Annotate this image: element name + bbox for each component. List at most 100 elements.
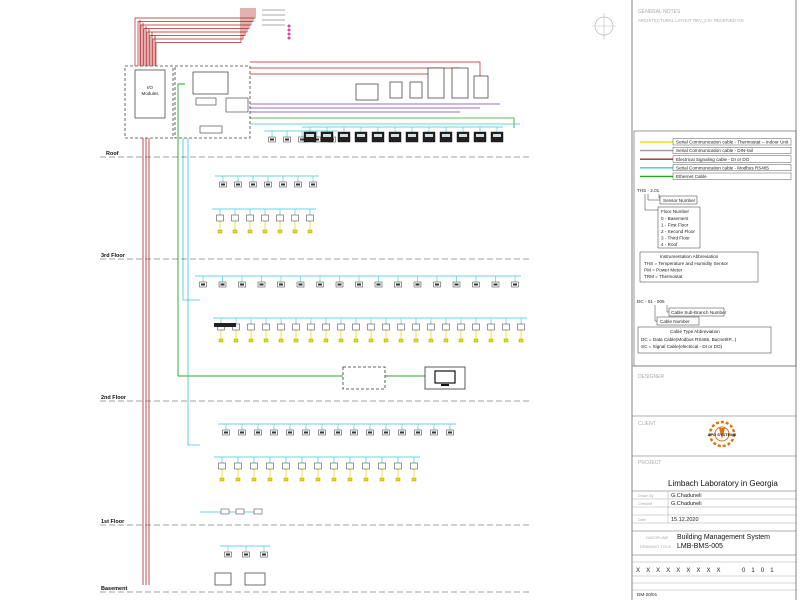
temperature-sensor-icon-screen: [288, 431, 292, 434]
power-meter-display: [493, 134, 501, 137]
temperature-sensor-icon-screen: [318, 283, 322, 286]
indoor-unit-icon: [307, 229, 313, 234]
thermostat-icon: [218, 462, 226, 470]
power-meter-display: [408, 134, 416, 137]
drawn-by-value: G.Chaduneli: [671, 493, 702, 499]
indoor-unit-icon: [263, 338, 269, 343]
temperature-sensor-icon-screen: [384, 431, 388, 434]
floor-number-item: 3 - Third Floor: [661, 236, 690, 241]
thermostat-icon: [291, 214, 299, 222]
thermostat-icon: [352, 323, 360, 331]
temperature-sensor-icon-screen: [493, 283, 498, 286]
thermostat-icon: [367, 323, 375, 331]
roof-vfd-4: [451, 67, 469, 99]
workstation-monitor-icon: [434, 370, 456, 384]
indoor-unit-icon: [248, 338, 254, 343]
indoor-unit-icon: [293, 338, 299, 343]
thermostat-icon: [397, 323, 405, 331]
legend-cable-label: Serial Communication cable - Modbus RS48…: [676, 165, 769, 170]
thermostat-icon: [362, 462, 370, 470]
discipline-value: Building Management System: [677, 534, 770, 541]
indoor-unit-icon: [503, 338, 509, 343]
controller-main-unit: [192, 71, 229, 95]
thermostat-icon: [502, 323, 510, 331]
indoor-unit-icon: [218, 338, 224, 343]
instrumentation-title: Instrumentation Abbreviation: [660, 254, 719, 259]
temperature-sensor-icon-screen: [296, 183, 300, 186]
gateway-box: [342, 366, 386, 390]
thermostat-icon: [250, 462, 258, 470]
controller-submodule: [195, 97, 217, 106]
indoor-unit-icon: [308, 338, 314, 343]
temperature-sensor-icon-screen: [513, 283, 517, 286]
thermostat-icon: [306, 214, 314, 222]
thermostat-icon: [378, 462, 386, 470]
modbus-trunk: [182, 138, 200, 301]
temperature-sensor-icon-screen: [266, 183, 270, 186]
temperature-sensor-icon-screen: [357, 283, 361, 286]
legend-cable-box: [672, 164, 792, 171]
indoor-unit-icon: [347, 477, 353, 482]
roof-vfd-2: [409, 81, 423, 99]
junction-dot: [287, 28, 291, 32]
legend-cable-label: Electrical Signaling cable - DI or DO: [676, 157, 750, 162]
checked-by-heading: Checked: [638, 502, 652, 506]
cable-type-title: Cable Type Abbreviation: [670, 329, 720, 334]
temperature-sensor-icon-screen: [300, 138, 304, 141]
indoor-unit-icon: [353, 338, 359, 343]
indoor-unit-icon: [363, 477, 369, 482]
indoor-unit-icon: [398, 338, 404, 343]
temperature-sensor-icon-screen: [435, 283, 439, 286]
indoor-unit-icon: [247, 229, 253, 234]
thermostat-icon: [277, 323, 285, 331]
indoor-unit-icon: [262, 229, 268, 234]
indoor-unit-icon: [383, 338, 389, 343]
thermostat-icon: [427, 323, 435, 331]
thermostat-icon: [487, 323, 495, 331]
signal-cable-run: [155, 8, 242, 66]
legend-cable-label: Serial Communication cable - Thermostat …: [676, 140, 789, 145]
sensor-number-label: Sensor Number: [663, 198, 696, 203]
instrumentation-item: THS = Temperature and Humidity Sensor: [644, 261, 729, 266]
temperature-sensor-icon-screen: [226, 553, 230, 556]
junction-dot: [287, 32, 291, 36]
floor-number-item: 0 - Basement: [661, 216, 689, 221]
indoor-unit-icon: [292, 229, 298, 234]
modbus-trunk: [187, 138, 200, 446]
indoor-unit-icon: [379, 477, 385, 482]
indoor-unit-icon: [251, 477, 257, 482]
sensor-number-box: [659, 195, 698, 205]
temperature-sensor-icon-screen: [270, 138, 274, 141]
thermostat-icon: [276, 214, 284, 222]
controller-cabinet: [174, 65, 251, 139]
thermostat-icon: [231, 214, 239, 222]
wiring-layer: [134, 8, 527, 585]
router-unit: [225, 97, 249, 113]
indoor-unit-icon: [232, 229, 238, 234]
basement-device-1: [214, 572, 232, 586]
cable-subbranch-box: [668, 307, 725, 317]
legend-cable-box: [672, 172, 792, 180]
temperature-sensor-icon-screen: [311, 183, 315, 186]
temperature-sensor-icon-screen: [240, 283, 244, 286]
signal-cable-run: [152, 8, 244, 66]
floor-label-roof: Roof: [106, 151, 119, 157]
cable-subbranch-label: Cable Sub-Branch Number: [671, 310, 727, 315]
temperature-sensor-icon-screen: [454, 283, 459, 286]
io-module-label-2: Modules: [141, 91, 159, 96]
floor-label-2nd: 2nd Floor: [101, 395, 127, 401]
title-block: GENERAL NOTES ARCHITECTURAL LAYOUT REV_2…: [592, 0, 797, 600]
temperature-sensor-icon-screen: [279, 283, 283, 286]
io-module-label-1: I/O: [147, 85, 154, 90]
floor-number-item: 2 - Second Floor: [661, 229, 695, 234]
indoor-unit-icon: [283, 477, 289, 482]
temperature-sensor-icon-screen: [285, 138, 289, 141]
drawing-number: LMB-BMS-005: [677, 543, 723, 550]
project-name: Limbach Laboratory in Georgia: [668, 479, 778, 488]
temperature-sensor-icon-screen: [224, 431, 228, 434]
thermostat-icon: [346, 462, 354, 470]
thermostat-icon: [394, 462, 402, 470]
instrumentation-item: TRM = Thermostat: [644, 274, 683, 279]
